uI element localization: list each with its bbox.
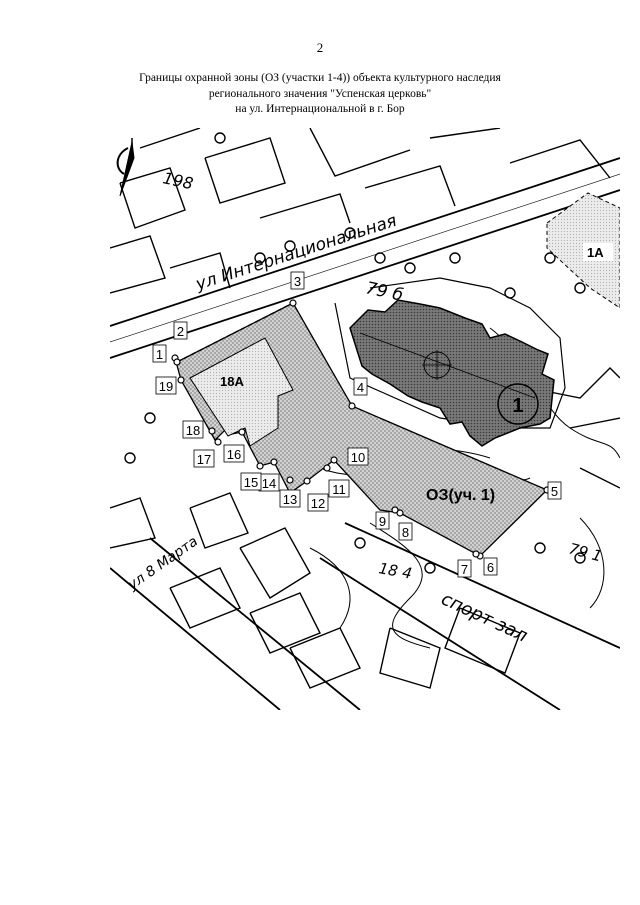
point-label-14: 14 [262, 476, 276, 491]
lot-18a-label: 18А [220, 374, 244, 389]
point-marker-13 [286, 476, 294, 484]
point-label-12: 12 [311, 496, 325, 511]
point-label-13: 13 [283, 492, 297, 507]
point-label-18: 18 [186, 423, 200, 438]
building-label-sportzal: спорт зал [438, 588, 531, 646]
point-marker-14 [270, 458, 278, 466]
point-label-3: 3 [294, 274, 301, 289]
north-arrow-icon [116, 138, 135, 197]
point-label-5: 5 [551, 484, 558, 499]
point-marker-9 [391, 506, 399, 514]
object-number: 1 [512, 395, 523, 417]
point-label-2: 2 [177, 324, 184, 339]
heading-line-1: Границы охранной зоны (ОЗ (участки 1-4))… [139, 72, 501, 84]
site-map: 1 ул Интернациональная ул 8 Марта спорт … [110, 128, 620, 710]
point-marker-17 [214, 438, 222, 446]
point-marker-7 [472, 550, 480, 558]
point-label-16: 16 [227, 447, 241, 462]
point-label-11: 11 [332, 482, 346, 497]
point-marker-10 [330, 456, 338, 464]
lot-18a-building [189, 337, 294, 447]
point-marker-4 [348, 402, 356, 410]
point-label-8: 8 [402, 525, 409, 540]
boundary-point-labels: 2 1 3 4 5 6 7 8 9 10 11 12 13 [152, 271, 562, 578]
page-number: 2 [316, 40, 324, 55]
point-label-4: 4 [357, 380, 364, 395]
point-marker-2 [173, 358, 181, 366]
point-marker-12 [303, 477, 311, 485]
house-number-796: 79 б [364, 278, 405, 305]
point-marker-11 [323, 464, 331, 472]
house-number-184: 18 4 [377, 559, 413, 583]
object-number-circle [497, 383, 539, 425]
point-label-10: 10 [351, 450, 365, 465]
point-marker-18 [208, 427, 216, 435]
boundary-point-markers [171, 299, 551, 560]
point-label-9: 9 [379, 514, 386, 529]
point-label-17: 17 [197, 452, 211, 467]
point-label-19: 19 [159, 379, 173, 394]
heading-line-2: регионального значения "Успенская церков… [208, 87, 432, 100]
point-label-1: 1 [156, 347, 163, 362]
point-marker-16 [238, 428, 246, 436]
house-number-198: 198 [161, 168, 195, 193]
point-label-15: 15 [244, 475, 258, 490]
point-marker-8 [396, 509, 404, 517]
lot-1a-label: 1А [587, 245, 604, 260]
point-label-7: 7 [461, 562, 468, 577]
point-marker-19 [177, 376, 185, 384]
heading-line-3: на ул. Интернациональной в г. Бор [235, 103, 405, 115]
point-marker-3 [289, 299, 297, 307]
point-marker-15 [256, 462, 264, 470]
zone-label: ОЗ(уч. 1) [426, 487, 495, 504]
point-label-6: 6 [487, 560, 494, 575]
church-building [349, 299, 555, 447]
document-heading: Границы охранной зоны (ОЗ (участки 1-4))… [60, 71, 580, 118]
